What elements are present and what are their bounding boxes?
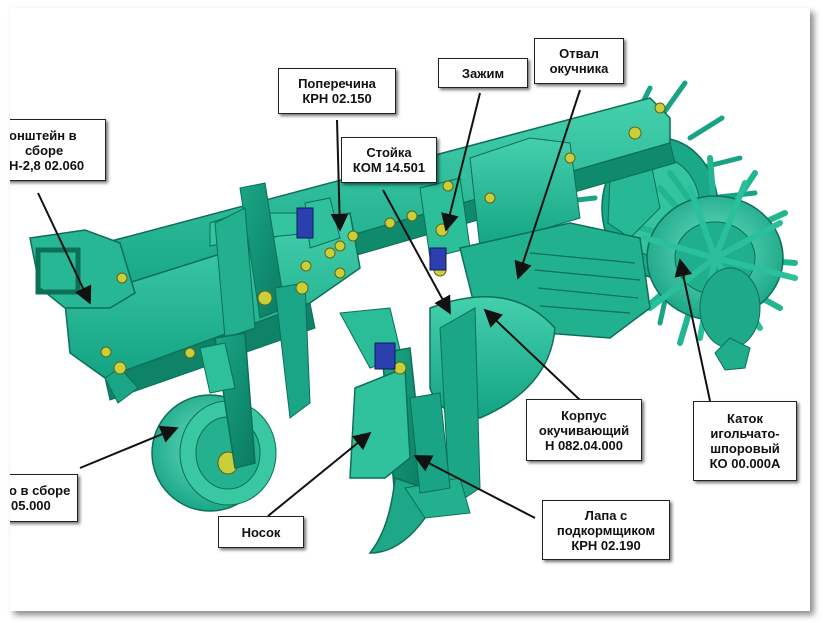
figure-frame: онштейн в сборе Н-2,8 02.060 Поперечина … xyxy=(10,8,810,611)
label-poperechina: Поперечина КРН 02.150 xyxy=(278,68,396,114)
label-korpus: Корпус окучивающий Н 082.04.000 xyxy=(526,399,642,461)
hilling-body-drawing xyxy=(429,222,651,509)
label-zazhim-line1: Зажим xyxy=(461,65,505,81)
gauge-wheel-drawing xyxy=(151,332,277,512)
label-lapa: Лапа с подкормщиком КРН 02.190 xyxy=(542,500,670,560)
leader-kronshtein xyxy=(37,192,92,305)
main-beam-drawing xyxy=(29,97,676,404)
label-korpus-line1: Корпус xyxy=(561,407,607,423)
leader-zazhim xyxy=(441,92,481,232)
blue-clamps-drawing xyxy=(296,207,447,370)
leader-koleso xyxy=(79,425,179,469)
leader-poperechina xyxy=(330,119,349,232)
label-koleso-line1: о в сборе xyxy=(10,483,71,498)
label-otval-line1: Отвал xyxy=(559,46,599,61)
label-kronshtein-line3: Н-2,8 02.060 xyxy=(10,157,85,173)
leader-katok xyxy=(674,258,711,402)
label-katok-line1: Каток xyxy=(727,411,763,426)
label-korpus-line3: Н 082.04.000 xyxy=(544,437,624,453)
label-korpus-line2: окучивающий xyxy=(538,422,630,438)
label-stoyka: Стойка КОМ 14.501 xyxy=(341,137,437,183)
label-poperechina-line1: Поперечина xyxy=(298,76,376,91)
label-nosok-line1: Носок xyxy=(241,524,281,540)
label-koleso: о в сборе 05.000 xyxy=(10,474,78,522)
label-katok: Каток игольчато- шпоровый КО 00.000А xyxy=(693,401,797,481)
leader-lapa xyxy=(413,455,536,519)
cultivator-drawing xyxy=(29,80,798,554)
label-katok-line3: шпоровый xyxy=(710,441,780,456)
label-katok-line4: КО 00.000А xyxy=(709,456,781,471)
leader-korpus xyxy=(483,308,581,401)
label-otval: Отвал окучника xyxy=(534,38,624,84)
label-kronshtein: онштейн в сборе Н-2,8 02.060 xyxy=(10,119,106,181)
label-kronshtein-line2: сборе xyxy=(25,142,64,158)
leader-otval xyxy=(514,89,581,280)
label-stoyka-line2: КОМ 14.501 xyxy=(352,160,426,175)
label-lapa-line3: КРН 02.190 xyxy=(571,537,641,553)
label-kronshtein-line1: онштейн в xyxy=(10,127,77,143)
label-lapa-line1: Лапа с xyxy=(584,507,628,523)
label-otval-line2: окучника xyxy=(549,61,609,76)
label-katok-line2: игольчато- xyxy=(710,426,780,441)
label-poperechina-line2: КРН 02.150 xyxy=(302,91,372,106)
leader-nosok xyxy=(267,431,372,517)
label-nosok: Носок xyxy=(218,516,304,548)
label-stoyka-line1: Стойка xyxy=(366,145,412,160)
leader-lines xyxy=(37,89,711,519)
label-koleso-line2: 05.000 xyxy=(11,498,51,513)
label-lapa-line2: подкормщиком xyxy=(556,522,656,538)
label-zazhim: Зажим xyxy=(438,58,528,88)
leader-stoyka xyxy=(382,189,451,315)
